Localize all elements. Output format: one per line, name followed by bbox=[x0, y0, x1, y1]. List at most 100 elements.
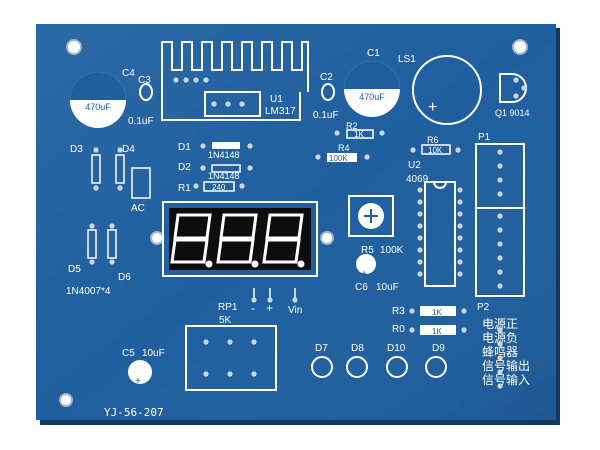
solder-pad bbox=[497, 163, 503, 169]
c2-value: 0.1uF bbox=[313, 110, 339, 121]
solder-pad bbox=[200, 165, 206, 171]
diode-d6: D6 bbox=[107, 229, 131, 283]
capacitor-c2 bbox=[321, 83, 336, 101]
solder-pad bbox=[497, 213, 503, 219]
solder-pad bbox=[379, 130, 385, 136]
buzzer-ls1: + LS1 bbox=[398, 54, 482, 125]
solder-pad bbox=[364, 154, 370, 160]
u1-part: LM317 bbox=[265, 106, 296, 117]
r0-value: 1K bbox=[432, 327, 442, 336]
solder-pad bbox=[497, 383, 503, 389]
solder-pad bbox=[457, 187, 463, 193]
solder-pad bbox=[457, 211, 463, 217]
minus-label: - bbox=[251, 301, 255, 315]
solder-pad bbox=[173, 77, 179, 83]
legend-power-positive: 电源正 bbox=[482, 317, 518, 331]
d6-label: D6 bbox=[118, 272, 131, 283]
solder-pad bbox=[315, 154, 321, 160]
legend-signal-in: 信号输入 bbox=[482, 372, 530, 387]
mounting-hole-bottom-left bbox=[59, 393, 73, 407]
connector-ac: AC bbox=[131, 167, 151, 214]
solder-pad bbox=[457, 223, 463, 229]
c1-value: 470uF bbox=[359, 92, 385, 102]
digit-1 bbox=[170, 213, 213, 268]
solder-pad bbox=[117, 147, 123, 153]
resistor-r1: R1 240 bbox=[178, 181, 235, 194]
u2-part: 4069 bbox=[406, 174, 429, 185]
c2-label: C2 bbox=[320, 72, 333, 83]
vin-label: Vin bbox=[288, 305, 302, 316]
seven-segment-display bbox=[162, 201, 318, 277]
solder-pad bbox=[457, 259, 463, 265]
solder-pad bbox=[497, 227, 503, 233]
solder-pad bbox=[225, 101, 231, 107]
solder-pad bbox=[497, 355, 503, 361]
solder-pad bbox=[203, 77, 209, 83]
r2-value: 1K bbox=[354, 130, 364, 139]
solder-pad bbox=[251, 339, 257, 345]
r5-label: R5 bbox=[361, 245, 374, 256]
r1-label: R1 bbox=[178, 183, 191, 194]
d10-label: D10 bbox=[387, 343, 406, 354]
legend-buzzer: 蜂鸣器 bbox=[482, 344, 518, 359]
c6-value: 10uF bbox=[376, 282, 399, 293]
d1-part: 1N4148 bbox=[208, 150, 240, 160]
solder-pad bbox=[497, 241, 503, 247]
solder-pad bbox=[193, 183, 199, 189]
led-d7: D7 bbox=[311, 343, 333, 378]
solder-pad bbox=[497, 327, 503, 333]
solder-pad bbox=[457, 199, 463, 205]
c5-label: C5 bbox=[122, 348, 135, 359]
diode-d1: D1 1N4148 bbox=[178, 142, 240, 160]
solder-pad bbox=[200, 143, 206, 149]
ic-u2: U2 4069 bbox=[406, 160, 456, 287]
d7-label: D7 bbox=[315, 343, 328, 354]
solder-pad bbox=[267, 297, 273, 303]
solder-pad bbox=[521, 85, 527, 91]
resistor-r6: R6 10K bbox=[421, 135, 451, 155]
solder-pad bbox=[334, 130, 340, 136]
diode-d2: D2 1N4148 bbox=[178, 162, 241, 181]
diode-d4: D4 bbox=[115, 144, 135, 184]
d3-label: D3 bbox=[70, 144, 83, 155]
q1-label: Q1 9014 bbox=[495, 108, 530, 118]
solder-pad bbox=[497, 283, 503, 289]
d2-part: 1N4148 bbox=[208, 171, 240, 181]
mounting-hole-mid-right bbox=[320, 231, 334, 245]
r3-label: R3 bbox=[392, 306, 405, 317]
capacitor-c3 bbox=[139, 83, 154, 101]
legend-signal-out: 信号输出 bbox=[482, 358, 530, 373]
c6-label: C6 bbox=[355, 282, 368, 293]
solder-pad bbox=[417, 223, 423, 229]
diode-d5: D5 bbox=[68, 229, 97, 275]
chinese-legend: 电源正 电源负 蜂鸣器 信号输出 信号输入 bbox=[482, 317, 530, 387]
solder-pad bbox=[513, 93, 519, 99]
r6-value: 10K bbox=[428, 146, 443, 155]
solder-pad bbox=[251, 297, 257, 303]
solder-pad bbox=[513, 77, 519, 83]
r0-label: R0 bbox=[392, 324, 405, 335]
solder-pad bbox=[461, 308, 467, 314]
solder-pad bbox=[247, 165, 253, 171]
solder-pad bbox=[89, 259, 95, 265]
solder-pad bbox=[109, 259, 115, 265]
legend-power-negative: 电源负 bbox=[482, 331, 518, 345]
r1-value: 240 bbox=[212, 183, 226, 192]
c6-plus: + bbox=[361, 269, 367, 280]
solder-pad bbox=[417, 259, 423, 265]
d2-label: D2 bbox=[178, 162, 191, 173]
solder-pad bbox=[417, 247, 423, 253]
r4-value: 100K bbox=[329, 154, 348, 163]
solder-pad bbox=[292, 297, 298, 303]
capacitor-c6: + C6 10uF bbox=[355, 254, 399, 293]
solder-pad bbox=[457, 271, 463, 277]
r2-label: R2 bbox=[346, 121, 358, 131]
solder-pad bbox=[417, 199, 423, 205]
mounting-hole-top-right bbox=[512, 39, 528, 55]
p1-label: P1 bbox=[478, 132, 491, 143]
solder-pad bbox=[193, 77, 199, 83]
diode-d3: D3 bbox=[70, 144, 101, 184]
solder-pad bbox=[89, 223, 95, 229]
d1-label: D1 bbox=[178, 142, 191, 153]
